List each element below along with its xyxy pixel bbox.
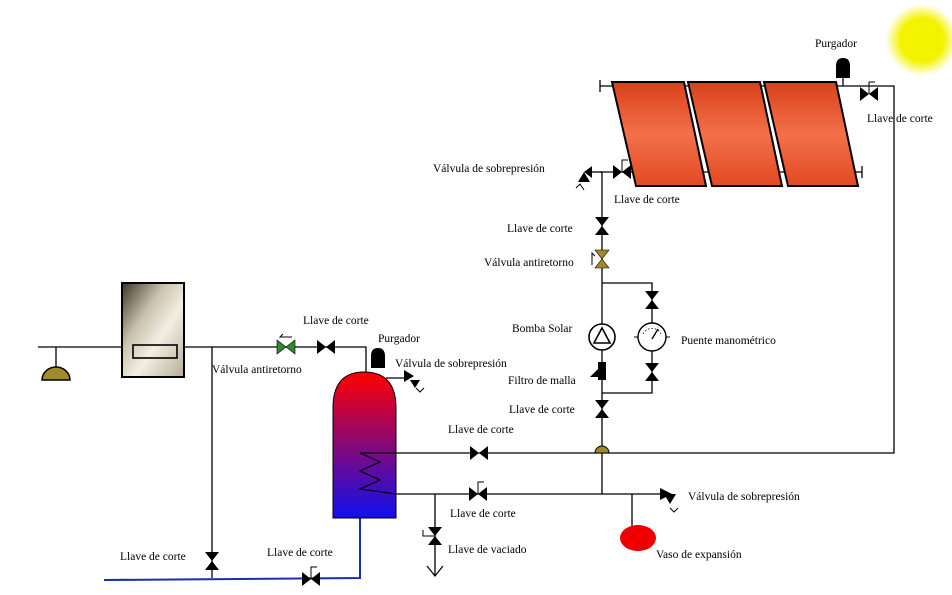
label-llave-cold-vertical: Llave de corte <box>120 551 186 563</box>
sun-icon <box>886 4 952 76</box>
label-llave-boiler-line: Llave de corte <box>303 315 369 327</box>
pressure-relief-valve-icon <box>404 370 425 393</box>
label-vaso-expansion: Vaso de expansión <box>656 549 742 561</box>
air-vent-icon <box>836 58 850 86</box>
label-llave-vaciado: Llave de vaciado <box>448 544 527 556</box>
label-llave-coil-top: Llave de corte <box>448 424 514 436</box>
gate-valve-icon[interactable] <box>317 340 335 354</box>
label-llave-upper-line: Llave de corte <box>507 223 573 235</box>
label-puente-manometrico: Puente manométrico <box>681 335 776 347</box>
circulation-pump-icon <box>588 323 616 351</box>
air-vent-icon <box>371 348 385 368</box>
drain-funnel-icon <box>426 565 444 577</box>
label-bomba-solar: Bomba Solar <box>512 323 573 335</box>
gate-valve-icon[interactable] <box>469 481 487 501</box>
label-llave-collector-right: Llave de corte <box>867 113 933 125</box>
tap-icon <box>41 366 71 381</box>
label-llave-after-filter: Llave de corte <box>509 404 575 416</box>
cold-water-pipe <box>103 518 361 581</box>
solar-collectors <box>599 80 863 187</box>
boiler-icon <box>121 282 185 378</box>
label-filtro-malla: Filtro de malla <box>508 375 576 387</box>
gate-valve-icon[interactable] <box>613 159 631 179</box>
collector-panel-3 <box>762 81 860 187</box>
pressure-gauge-icon <box>634 322 670 352</box>
label-llave-cold-horizontal: Llave de corte <box>267 547 333 559</box>
gate-valve-icon[interactable] <box>470 446 488 460</box>
check-valve-icon <box>591 249 610 269</box>
gate-valve-icon[interactable] <box>422 527 442 545</box>
label-sobrepresion-collector: Válvula de sobrepresión <box>433 163 545 175</box>
gate-valve-icon[interactable] <box>595 217 609 235</box>
gate-valve-icon[interactable] <box>302 566 320 586</box>
collector-panel-2 <box>686 81 784 187</box>
gate-valve-icon[interactable] <box>645 363 659 381</box>
gate-valve-icon[interactable] <box>205 552 219 570</box>
expansion-vessel-icon <box>620 525 656 551</box>
pressure-relief-valve-icon <box>575 166 602 191</box>
check-valve-icon <box>276 333 296 355</box>
mesh-filter-icon <box>590 362 606 380</box>
label-antiretorno-boiler: Válvula antiretorno <box>212 364 302 376</box>
gate-valve-icon[interactable] <box>860 81 878 101</box>
label-purgador-collector: Purgador <box>815 38 857 50</box>
label-llave-coil-bottom: Llave de corte <box>450 508 516 520</box>
tee-junction-icon <box>594 445 610 454</box>
label-antiretorno-solar: Válvula antiretorno <box>484 257 574 269</box>
storage-tank <box>332 371 397 519</box>
boiler-feed-pipe <box>184 346 367 380</box>
tank-body <box>332 371 397 519</box>
label-sobrepresion-tank: Válvula de sobrepresión <box>395 358 507 370</box>
pressure-relief-valve-icon <box>660 488 679 513</box>
heat-exchanger-coil-icon <box>357 452 397 495</box>
gate-valve-icon[interactable] <box>595 400 609 418</box>
label-purgador-tank: Purgador <box>378 333 420 345</box>
gate-valve-icon[interactable] <box>645 291 659 309</box>
collector-panel-1 <box>610 81 708 187</box>
label-sobrepresion-return: Válvula de sobrepresión <box>688 491 800 503</box>
label-llave-collector-left: Llave de corte <box>614 194 680 206</box>
